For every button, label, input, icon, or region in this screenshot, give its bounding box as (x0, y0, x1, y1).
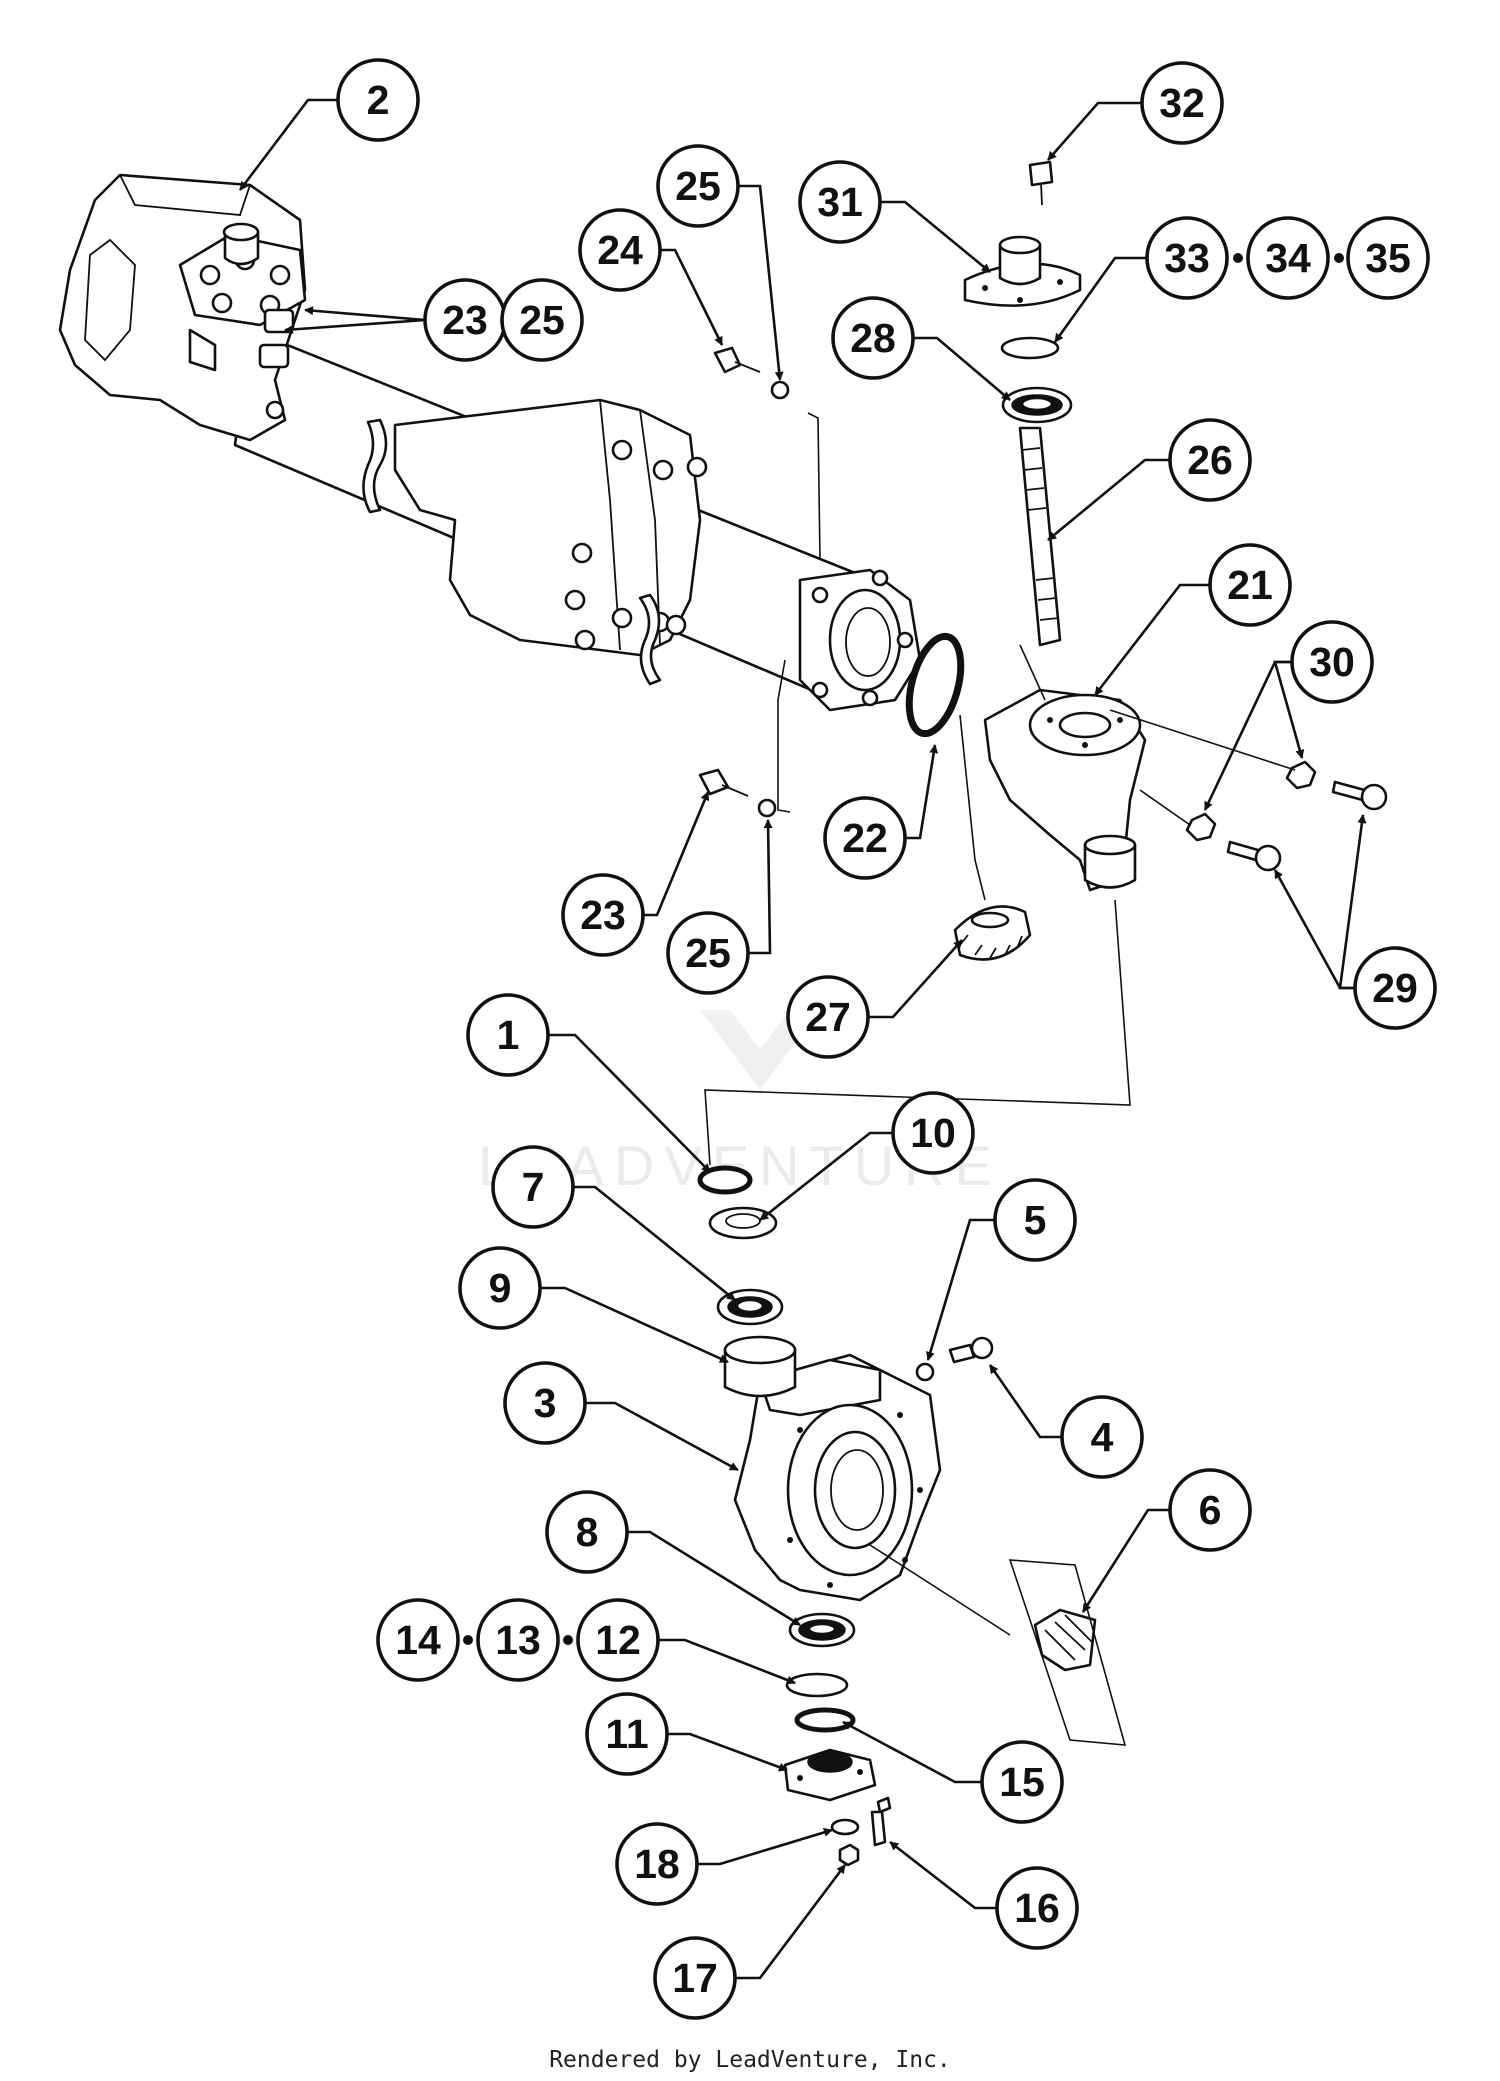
lower-knuckle-housing-3 (733, 1353, 942, 1602)
callout-33: 33 (1145, 216, 1229, 300)
svg-text:15: 15 (999, 1759, 1045, 1805)
svg-text:14: 14 (395, 1617, 441, 1663)
ring-1 (697, 1165, 753, 1195)
svg-text:24: 24 (597, 227, 643, 273)
svg-text:25: 25 (519, 297, 565, 343)
bolt-17 (838, 1843, 860, 1867)
svg-text:5: 5 (1024, 1197, 1047, 1243)
svg-text:27: 27 (805, 994, 851, 1040)
upper-knuckle-21 (983, 688, 1388, 892)
callout-25: 25 (666, 911, 750, 995)
svg-text:23: 23 (580, 892, 626, 938)
svg-text:31: 31 (817, 179, 863, 225)
leader-lines (238, 98, 1367, 1980)
cover-11 (783, 1748, 877, 1802)
callout-18: 18 (615, 1822, 699, 1906)
seal-15 (794, 1707, 856, 1733)
callout-29: 29 (1353, 946, 1437, 1030)
bolt-16 (870, 1796, 892, 1847)
callout-34: 34 (1246, 216, 1330, 300)
callout-6: 6 (1168, 1468, 1252, 1552)
washer-5 (915, 1362, 935, 1382)
svg-text:3: 3 (534, 1380, 557, 1426)
callout-12: 12 (576, 1598, 660, 1682)
washer-18 (830, 1818, 860, 1836)
svg-text:29: 29 (1372, 965, 1418, 1011)
callout-16: 16 (995, 1866, 1079, 1950)
footer-credit: Rendered by LeadVenture, Inc. (549, 2047, 951, 2073)
bushing-9 (723, 1335, 797, 1398)
callout-23: 23 (423, 278, 507, 362)
bevel-gear-27 (953, 905, 1032, 961)
svg-text:30: 30 (1309, 639, 1355, 685)
callout-24: 24 (578, 208, 662, 292)
svg-text:6: 6 (1199, 1487, 1222, 1533)
callout-27: 27 (786, 975, 870, 1059)
svg-text:17: 17 (672, 1955, 718, 2001)
svg-text:16: 16 (1014, 1885, 1060, 1931)
svg-text:1: 1 (497, 1012, 520, 1058)
svg-text:33: 33 (1164, 235, 1210, 281)
svg-text:22: 22 (842, 815, 888, 861)
svg-text:34: 34 (1265, 235, 1311, 281)
svg-text:13: 13 (495, 1617, 541, 1663)
callout-1: 1 (466, 993, 550, 1077)
svg-text:23: 23 (442, 297, 488, 343)
svg-text:11: 11 (605, 1711, 648, 1757)
callout-30: 30 (1290, 620, 1374, 704)
svg-text:28: 28 (850, 315, 896, 361)
callout-23: 23 (561, 873, 645, 957)
callout-4: 4 (1060, 1395, 1144, 1479)
svg-text:32: 32 (1159, 80, 1205, 126)
callout-17: 17 (653, 1936, 737, 2020)
svg-text:12: 12 (595, 1617, 641, 1663)
svg-text:7: 7 (522, 1164, 545, 1210)
callout-26: 26 (1168, 418, 1252, 502)
shim-12 (785, 1672, 849, 1698)
callout-7: 7 (491, 1145, 575, 1229)
callout-25: 25 (656, 144, 740, 228)
svg-text:2: 2 (367, 77, 390, 123)
washer-10 (708, 1206, 778, 1240)
callout-14: 14 (376, 1598, 460, 1682)
svg-text:35: 35 (1365, 235, 1411, 281)
callout-8: 8 (545, 1490, 629, 1574)
callout-32: 32 (1140, 61, 1224, 145)
svg-text:21: 21 (1227, 562, 1273, 608)
small-hardware (698, 346, 790, 818)
callout-21: 21 (1208, 543, 1292, 627)
callout-22: 22 (823, 796, 907, 880)
callout-5: 5 (993, 1178, 1077, 1262)
callout-28: 28 (831, 296, 915, 380)
svg-text:4: 4 (1091, 1414, 1114, 1460)
top-assembly (963, 160, 1082, 647)
svg-text:18: 18 (634, 1841, 680, 1887)
callout-11: 11 (585, 1692, 669, 1776)
svg-text:25: 25 (675, 163, 721, 209)
axle-housing (58, 173, 922, 712)
svg-text:25: 25 (685, 930, 731, 976)
bearing-8 (788, 1612, 856, 1648)
callout-35: 35 (1346, 216, 1430, 300)
o-ring-22 (905, 632, 965, 738)
svg-text:8: 8 (576, 1509, 599, 1555)
callout-3: 3 (503, 1361, 587, 1445)
callout-9: 9 (458, 1246, 542, 1330)
svg-text:9: 9 (489, 1265, 512, 1311)
callout-15: 15 (980, 1740, 1064, 1824)
callout-25: 25 (500, 278, 584, 362)
bolt-4 (948, 1336, 994, 1364)
svg-text:10: 10 (910, 1110, 956, 1156)
callout-13: 13 (476, 1598, 560, 1682)
svg-text:26: 26 (1187, 437, 1233, 483)
callout-2: 2 (336, 58, 420, 142)
callout-31: 31 (798, 160, 882, 244)
callout-10: 10 (891, 1091, 975, 1175)
